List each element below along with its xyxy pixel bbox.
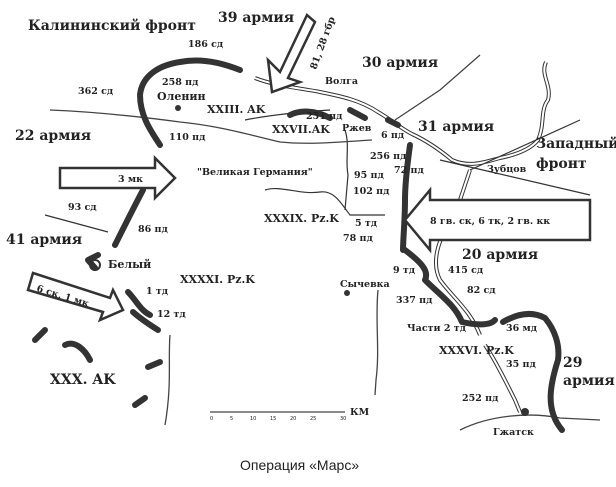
kalinin-front-label: Калининский фронт — [28, 17, 196, 34]
scale-unit-label: КМ — [350, 407, 370, 418]
unit-35-pd: 35 пд — [506, 359, 536, 370]
western-front-label-2: фронт — [536, 156, 587, 172]
olenino-town-marker — [175, 105, 181, 111]
army-boundary-line — [44, 214, 109, 233]
scale-tick-label: 10 — [250, 416, 256, 422]
place-rzhev: Ржев — [342, 123, 372, 134]
unit-12-td: 12 тд — [157, 309, 186, 320]
unit-93-sd: 93 сд — [68, 202, 97, 213]
unit-36-md: 36 мд — [506, 323, 537, 334]
sychevka-town-marker — [344, 290, 350, 296]
scale-tick-label: 20 — [290, 416, 296, 422]
place-volga: Волга — [325, 76, 358, 87]
corps-xxvii-label: XXVII.AK — [272, 123, 330, 136]
western-front-label-1: Западный — [536, 135, 616, 152]
arrow-20-label: 8 гв. ск, 6 тк, 2 гв. кк — [430, 216, 550, 227]
place-sychevka: Сычевка — [340, 279, 390, 290]
scale-tick-label: 30 — [340, 416, 346, 422]
unit-102-pd: 102 пд — [353, 186, 389, 197]
unit-6-pd: 6 пд — [381, 130, 404, 141]
river-line — [244, 109, 331, 121]
unit-110-pd: 110 пд — [169, 132, 205, 143]
scale-tick-label: 15 — [270, 416, 276, 422]
unit-186-sd: 186 сд — [188, 39, 223, 50]
unit-415-sd: 415 сд — [448, 265, 483, 276]
attack-arrow-20-army — [403, 186, 592, 254]
attack-arrow-22-army — [58, 154, 177, 202]
scale-tick-label: 0 — [210, 416, 213, 422]
corps-xxiii-label: XXIII. AK — [207, 103, 266, 116]
volga-river — [254, 61, 551, 413]
place-olenino: Оленин — [157, 90, 206, 103]
place-gzhatsk: Гжатск — [493, 427, 534, 438]
unit-9-td: 9 тд — [393, 265, 415, 276]
army-29-label-1: 29 — [563, 355, 582, 371]
scale-tick-label: 5 — [230, 416, 233, 422]
army-39-label: 39 армия — [218, 10, 294, 26]
unit-95-pd: 95 пд — [354, 170, 384, 181]
front-boundary-line — [469, 119, 581, 171]
army-29-label-2: армия — [563, 373, 615, 389]
army-31-label: 31 армия — [418, 119, 494, 135]
gzhatsk-town-marker — [521, 408, 529, 416]
army-20-label: 20 армия — [462, 247, 538, 263]
corps-xxxvi-label: XXXVI. Pz.K — [439, 344, 514, 357]
place-bely: Белый — [108, 258, 151, 271]
unit-251-pd: 251 пд — [306, 111, 342, 122]
corps-xxxxi-label: XXXXI. Pz.K — [180, 273, 255, 286]
unit-82-sd: 82 сд — [467, 285, 496, 296]
unit-72-pd: 72 пд — [394, 165, 424, 176]
unit-1-td: 1 тд — [146, 286, 168, 297]
unit-2-td-parts: Части 2 тд — [407, 323, 466, 334]
map-caption: Операция «Марс» — [240, 457, 359, 473]
unit-252-pd: 252 пд — [462, 393, 498, 404]
scale-tick-label: 25 — [310, 416, 316, 422]
unit-256-pd: 256 пд — [370, 151, 406, 162]
unit-5-td: 5 тд — [355, 218, 377, 229]
front-boundary-line — [439, 159, 591, 196]
corps-xxxix-label: XXXIX. Pz.K — [264, 212, 339, 225]
army-30-label: 30 армия — [362, 55, 438, 71]
bely-town-marker — [89, 259, 101, 271]
place-zubtsov: Зубцов — [487, 164, 527, 175]
unit-grossdeutschland: "Великая Германия" — [197, 167, 313, 178]
unit-258-pd: 258 пд — [162, 77, 198, 88]
unit-78-pd: 78 пд — [343, 233, 373, 244]
unit-362-sd: 362 сд — [78, 86, 113, 97]
attack-arrow-39-army — [266, 12, 317, 94]
army-22-label: 22 армия — [15, 128, 91, 144]
front-lines — [32, 57, 565, 433]
unit-86-pd: 86 пд — [138, 224, 168, 235]
river-line — [344, 129, 349, 211]
corps-xxx-label: XXX. AK — [50, 372, 116, 388]
railways — [49, 54, 601, 431]
unit-337-pd: 337 пд — [396, 295, 432, 306]
arrow-22-label: 3 мк — [118, 174, 143, 185]
army-41-label: 41 армия — [6, 232, 82, 248]
scale-bar: 0 5 10 15 20 25 30 — [210, 416, 346, 422]
attack-arrow-41-army — [26, 271, 125, 323]
